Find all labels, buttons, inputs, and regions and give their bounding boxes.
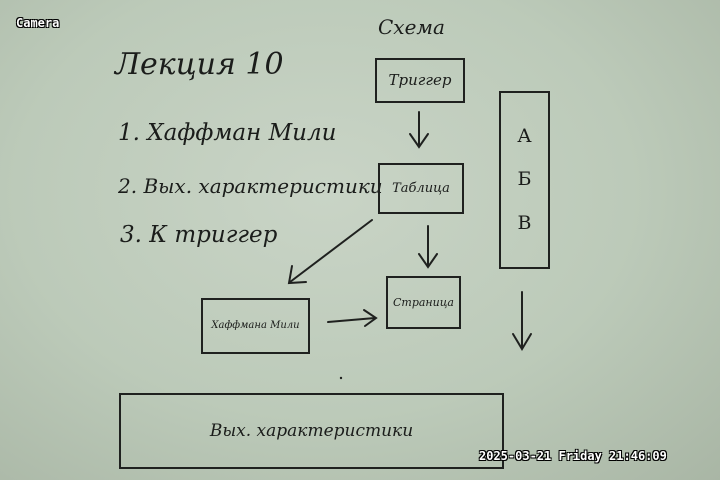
list-item-3: 3. К триггер [120,222,278,248]
trigger-box: Триггер [375,58,465,103]
page-label: Страница [392,296,454,309]
camera-label: Camera [16,16,60,30]
output-label: Вых. характеристики [209,420,414,441]
marker-dot [339,376,343,380]
arrow-table-to-huffman [287,219,373,285]
page-box: Страница [386,276,461,329]
column-letter-v: В [517,211,532,234]
arrow-column-down [512,291,532,351]
lecture-title: Лекция 10 [115,47,284,82]
huffman-label: Хаффмана Мили [211,320,300,331]
letters-column: А Б В [499,91,550,269]
arrow-huffman-to-page [327,309,378,327]
output-box: Вых. характеристики [119,393,504,469]
timestamp: 2025-03-21 Friday 21:46:09 [479,449,667,463]
arrow-table-to-page [418,225,438,269]
table-box: Таблица [378,163,464,214]
table-label: Таблица [392,181,450,196]
schema-heading: Схема [378,15,445,39]
trigger-label: Триггер [388,71,452,89]
huffman-box: Хаффмана Мили [201,298,310,354]
column-letter-b: Б [517,168,532,191]
list-item-1: 1. Хаффман Мили [118,120,337,146]
column-letter-a: А [517,125,532,148]
arrow-trigger-to-table [409,111,429,149]
list-item-2: 2. Вых. характеристики [118,174,383,198]
